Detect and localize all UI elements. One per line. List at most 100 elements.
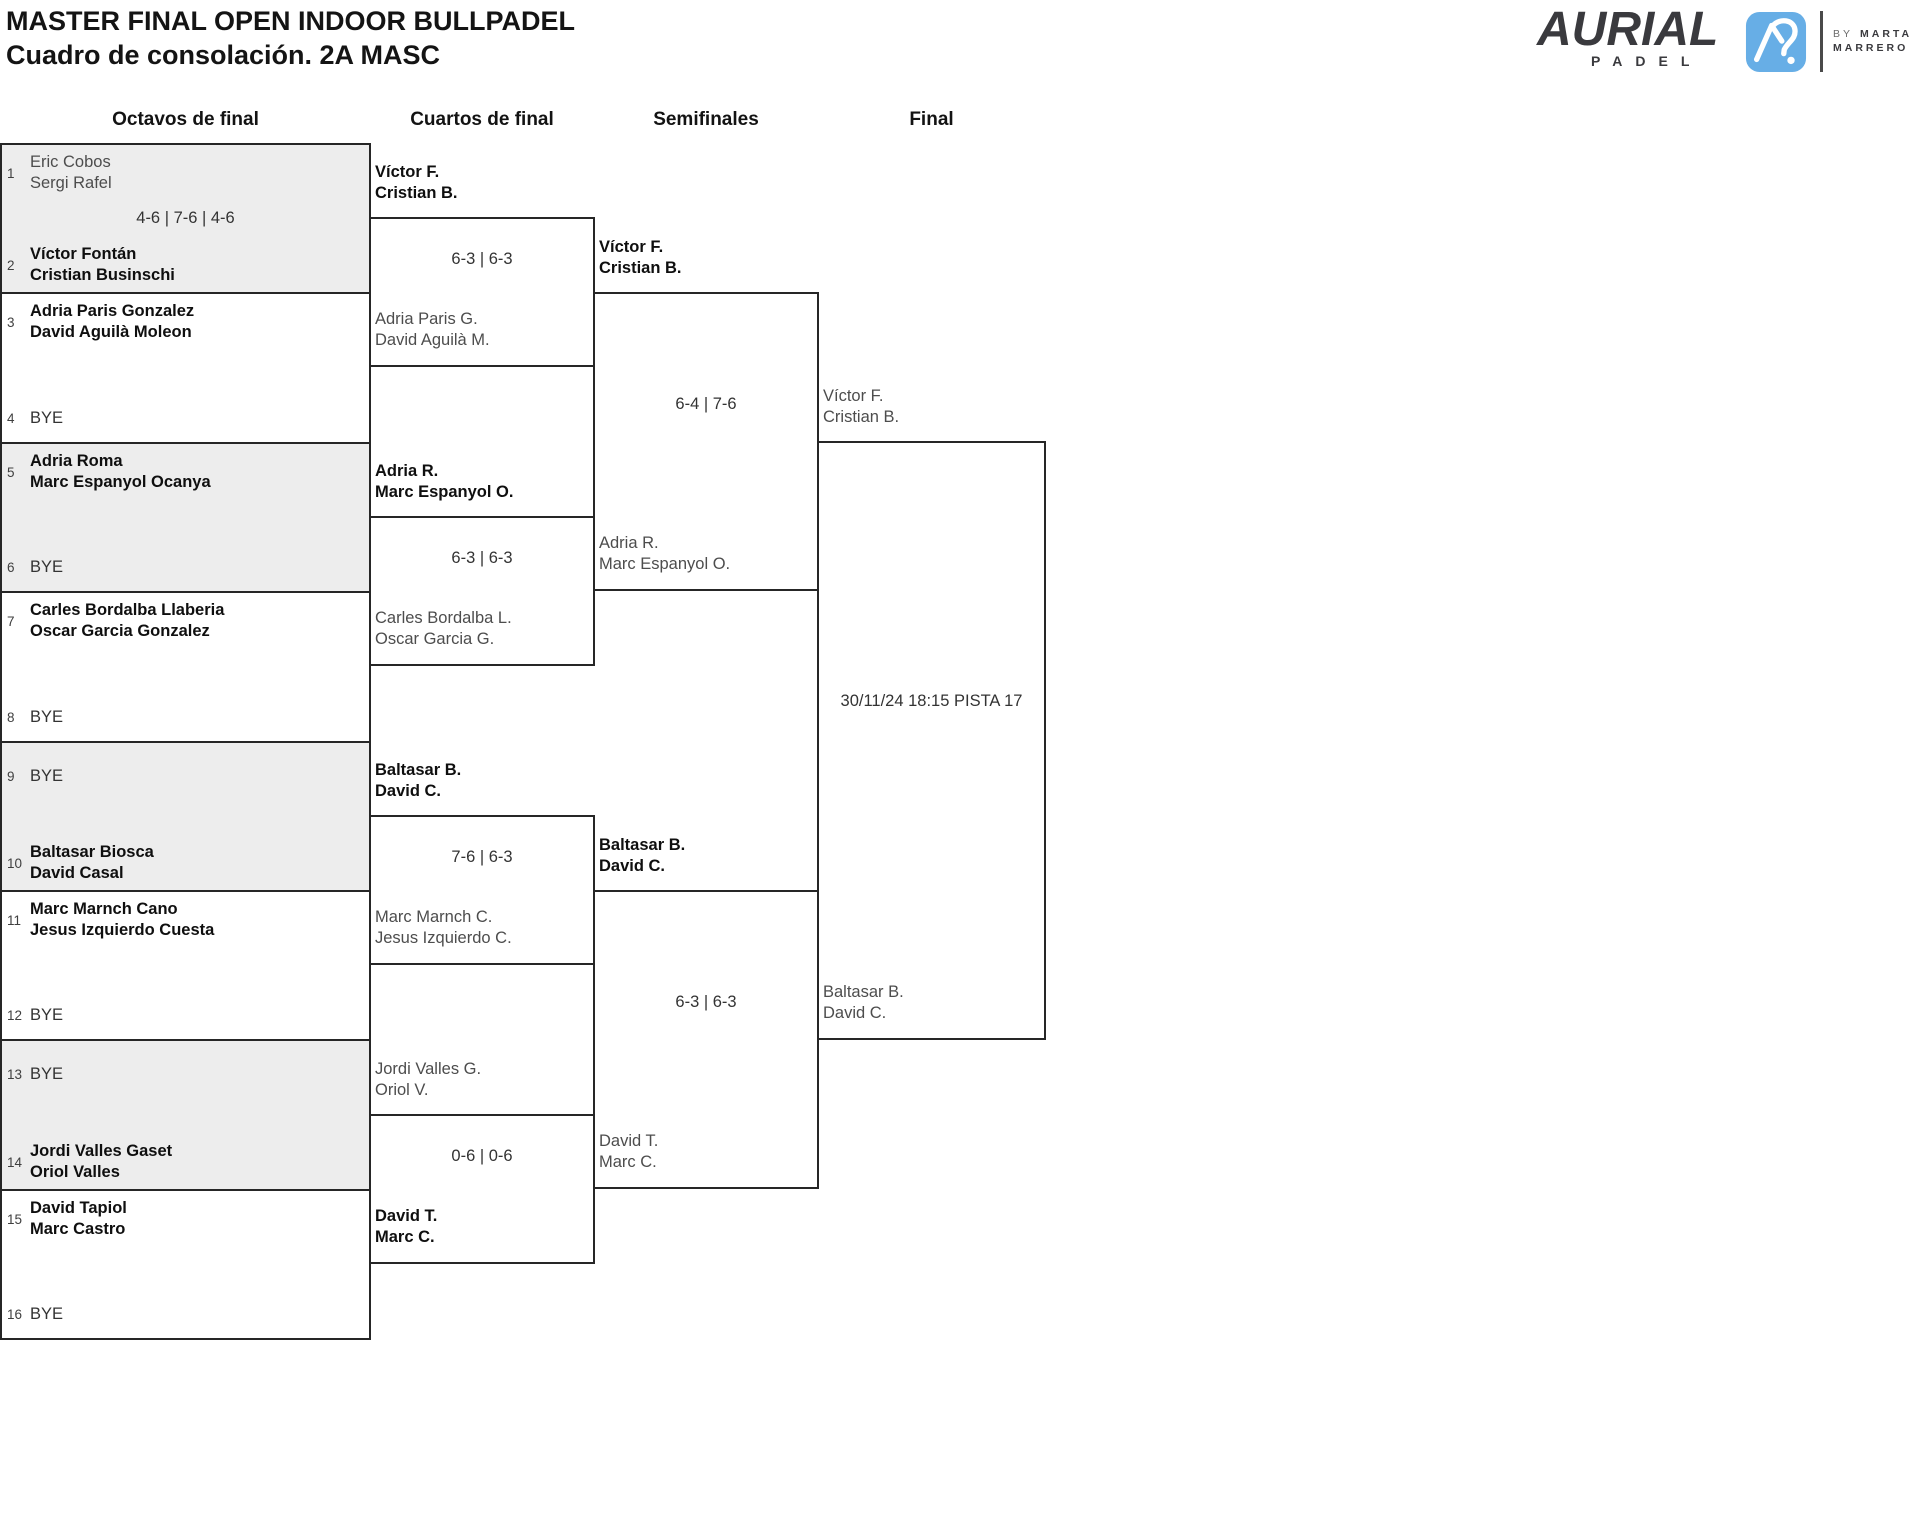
seed-number: 4 (7, 411, 15, 426)
final-schedule-note: 30/11/24 18:15 PISTA 17 (840, 692, 1023, 710)
team-slot: 5 Adria Roma Marc Espanyol Ocanya (7, 451, 211, 493)
seed-number: 10 (7, 855, 23, 871)
bye-label: BYE (30, 1065, 64, 1083)
seed-number: 11 (7, 912, 22, 928)
team-label: Jordi Valles G. Oriol V. (375, 1060, 482, 1099)
team-names: Carles Bordalba Llaberia Oscar Garcia Go… (30, 601, 225, 640)
byline-by: BY (1833, 28, 1854, 40)
byline-name1: MARTA (1860, 28, 1913, 40)
bye-label: BYE (30, 708, 64, 726)
aurial-wordmark: AURIAL (1537, 3, 1719, 56)
column-header-cuartos: Cuartos de final (410, 109, 554, 130)
bracket-subtitle: Cuadro de consolación. 2A MASC (6, 40, 441, 70)
team-slot: 11 Marc Marnch Cano Jesus Izquierdo Cues… (7, 899, 214, 941)
team-names: Víctor Fontán Cristian Businschi (30, 245, 175, 284)
seed-number: 3 (7, 314, 15, 330)
team-names: Adria Paris Gonzalez David Aguilà Moleon (30, 302, 195, 341)
team-slot: 12 BYE (7, 1005, 63, 1026)
page-title: MASTER FINAL OPEN INDOOR BULLPADEL Cuadr… (6, 4, 575, 72)
padel-wordmark: PADEL (1591, 53, 1703, 69)
team-slot: 10 Baltasar Biosca David Casal (7, 842, 154, 884)
team-label: Adria Paris G. David Aguilà M. (375, 310, 490, 349)
match-box-r16-7: 13 BYE 14 Jordi Valles Gaset Oriol Valle… (0, 1039, 371, 1191)
column-header-octavos: Octavos de final (112, 109, 259, 130)
team-label: Adria R. Marc Espanyol O. (375, 462, 514, 501)
bye-label: BYE (30, 1305, 64, 1323)
seed-number: 14 (7, 1154, 23, 1170)
seed-number: 6 (7, 560, 15, 575)
seed-number: 15 (7, 1211, 23, 1227)
match-box-r16-2: 3 Adria Paris Gonzalez David Aguilà Mole… (0, 292, 371, 444)
match-box-r16-5: 9 BYE 10 Baltasar Biosca David Casal (0, 741, 371, 892)
team-label: David T. Marc C. (375, 1207, 438, 1246)
column-header-semifinales: Semifinales (653, 109, 759, 130)
team-slot: 6 BYE (7, 557, 63, 578)
tournament-title: MASTER FINAL OPEN INDOOR BULLPADEL (6, 6, 576, 36)
match-box-r16-3: 5 Adria Roma Marc Espanyol Ocanya 6 BYE (0, 442, 371, 593)
team-slot: 7 Carles Bordalba Llaberia Oscar Garcia … (7, 600, 224, 642)
logo-divider (1820, 11, 1823, 72)
bye-label: BYE (30, 558, 64, 576)
team-label: Baltasar B. David C. (823, 983, 904, 1022)
match-score: 7-6 | 6-3 (451, 848, 513, 866)
team-label: Víctor F. Cristian B. (375, 163, 458, 202)
team-label: Baltasar B. David C. (599, 836, 686, 875)
team-label: Carles Bordalba L. Oscar Garcia G. (375, 609, 512, 648)
team-names: Baltasar Biosca David Casal (30, 843, 154, 882)
match-score: 6-3 | 6-3 (451, 250, 513, 268)
team-slot: 2 Víctor Fontán Cristian Businschi (7, 244, 175, 286)
seed-number: 16 (7, 1307, 23, 1322)
team-label: Víctor F. Cristian B. (599, 238, 682, 277)
seed-number: 1 (7, 165, 15, 181)
match-box-qf-4: Jordi Valles G. Oriol V. 0-6 | 0-6 David… (369, 1060, 595, 1264)
match-score: 6-3 | 6-3 (451, 549, 513, 567)
bye-label: BYE (30, 1006, 64, 1024)
seed-number: 2 (7, 257, 15, 273)
team-slot: 14 Jordi Valles Gaset Oriol Valles (7, 1141, 172, 1183)
team-slot: 8 BYE (7, 707, 63, 728)
match-box-r16-4: 7 Carles Bordalba Llaberia Oscar Garcia … (0, 591, 371, 743)
team-slot: 13 BYE (7, 1064, 63, 1085)
match-box-qf-1: Víctor F. Cristian B. 6-3 | 6-3 Adria Pa… (369, 163, 595, 367)
match-box-sf-1: Víctor F. Cristian B. 6-4 | 7-6 Adria R.… (593, 238, 819, 591)
bye-label: BYE (30, 767, 64, 785)
match-box-sf-2: Baltasar B. David C. 6-3 | 6-3 David T. … (593, 836, 819, 1189)
match-score: 0-6 | 0-6 (451, 1147, 513, 1165)
team-label: Marc Marnch C. Jesus Izquierdo C. (375, 908, 512, 947)
team-slot: 3 Adria Paris Gonzalez David Aguilà Mole… (7, 301, 194, 343)
match-box-r16-1: 1 Eric Cobos Sergi Rafel 4-6 | 7-6 | 4-6… (0, 143, 371, 294)
match-score: 4-6 | 7-6 | 4-6 (136, 209, 235, 227)
team-slot: 1 Eric Cobos Sergi Rafel (7, 152, 112, 194)
seed-number: 8 (7, 710, 15, 725)
match-score: 6-3 | 6-3 (675, 993, 737, 1011)
seed-number: 13 (7, 1067, 23, 1082)
byline-name2: MARRERO (1833, 42, 1909, 54)
team-slot: 16 BYE (7, 1304, 63, 1325)
team-names: Adria Roma Marc Espanyol Ocanya (30, 452, 211, 491)
column-header-final: Final (909, 109, 954, 130)
team-label: Víctor F. Cristian B. (823, 387, 900, 426)
seed-number: 7 (7, 613, 15, 629)
team-names: Jordi Valles Gaset Oriol Valles (30, 1142, 173, 1181)
seed-number: 9 (7, 769, 15, 784)
team-slot: 4 BYE (7, 408, 63, 429)
seed-number: 12 (7, 1008, 23, 1023)
logo-byline: BY MARTA MARRERO (1833, 27, 1912, 55)
team-label: Baltasar B. David C. (375, 761, 462, 800)
team-label: Adria R. Marc Espanyol O. (599, 534, 731, 573)
team-names: Eric Cobos Sergi Rafel (30, 153, 112, 192)
match-box-qf-3: Baltasar B. David C. 7-6 | 6-3 Marc Marn… (369, 761, 595, 965)
team-slot: 15 David Tapiol Marc Castro (7, 1198, 127, 1240)
team-names: Marc Marnch Cano Jesus Izquierdo Cuesta (30, 900, 215, 939)
match-box-final: Víctor F. Cristian B. 30/11/24 18:15 PIS… (817, 387, 1046, 1040)
team-names: David Tapiol Marc Castro (30, 1199, 127, 1238)
seed-number: 5 (7, 464, 15, 480)
team-slot: 9 BYE (7, 766, 63, 787)
match-score: 6-4 | 7-6 (675, 395, 737, 413)
bye-label: BYE (30, 409, 64, 427)
match-box-r16-6: 11 Marc Marnch Cano Jesus Izquierdo Cues… (0, 890, 371, 1041)
match-box-r16-8: 15 David Tapiol Marc Castro 16 BYE (0, 1189, 371, 1340)
aurial-monogram-icon (1745, 11, 1807, 73)
match-box-qf-2: Adria R. Marc Espanyol O. 6-3 | 6-3 Carl… (369, 462, 595, 666)
